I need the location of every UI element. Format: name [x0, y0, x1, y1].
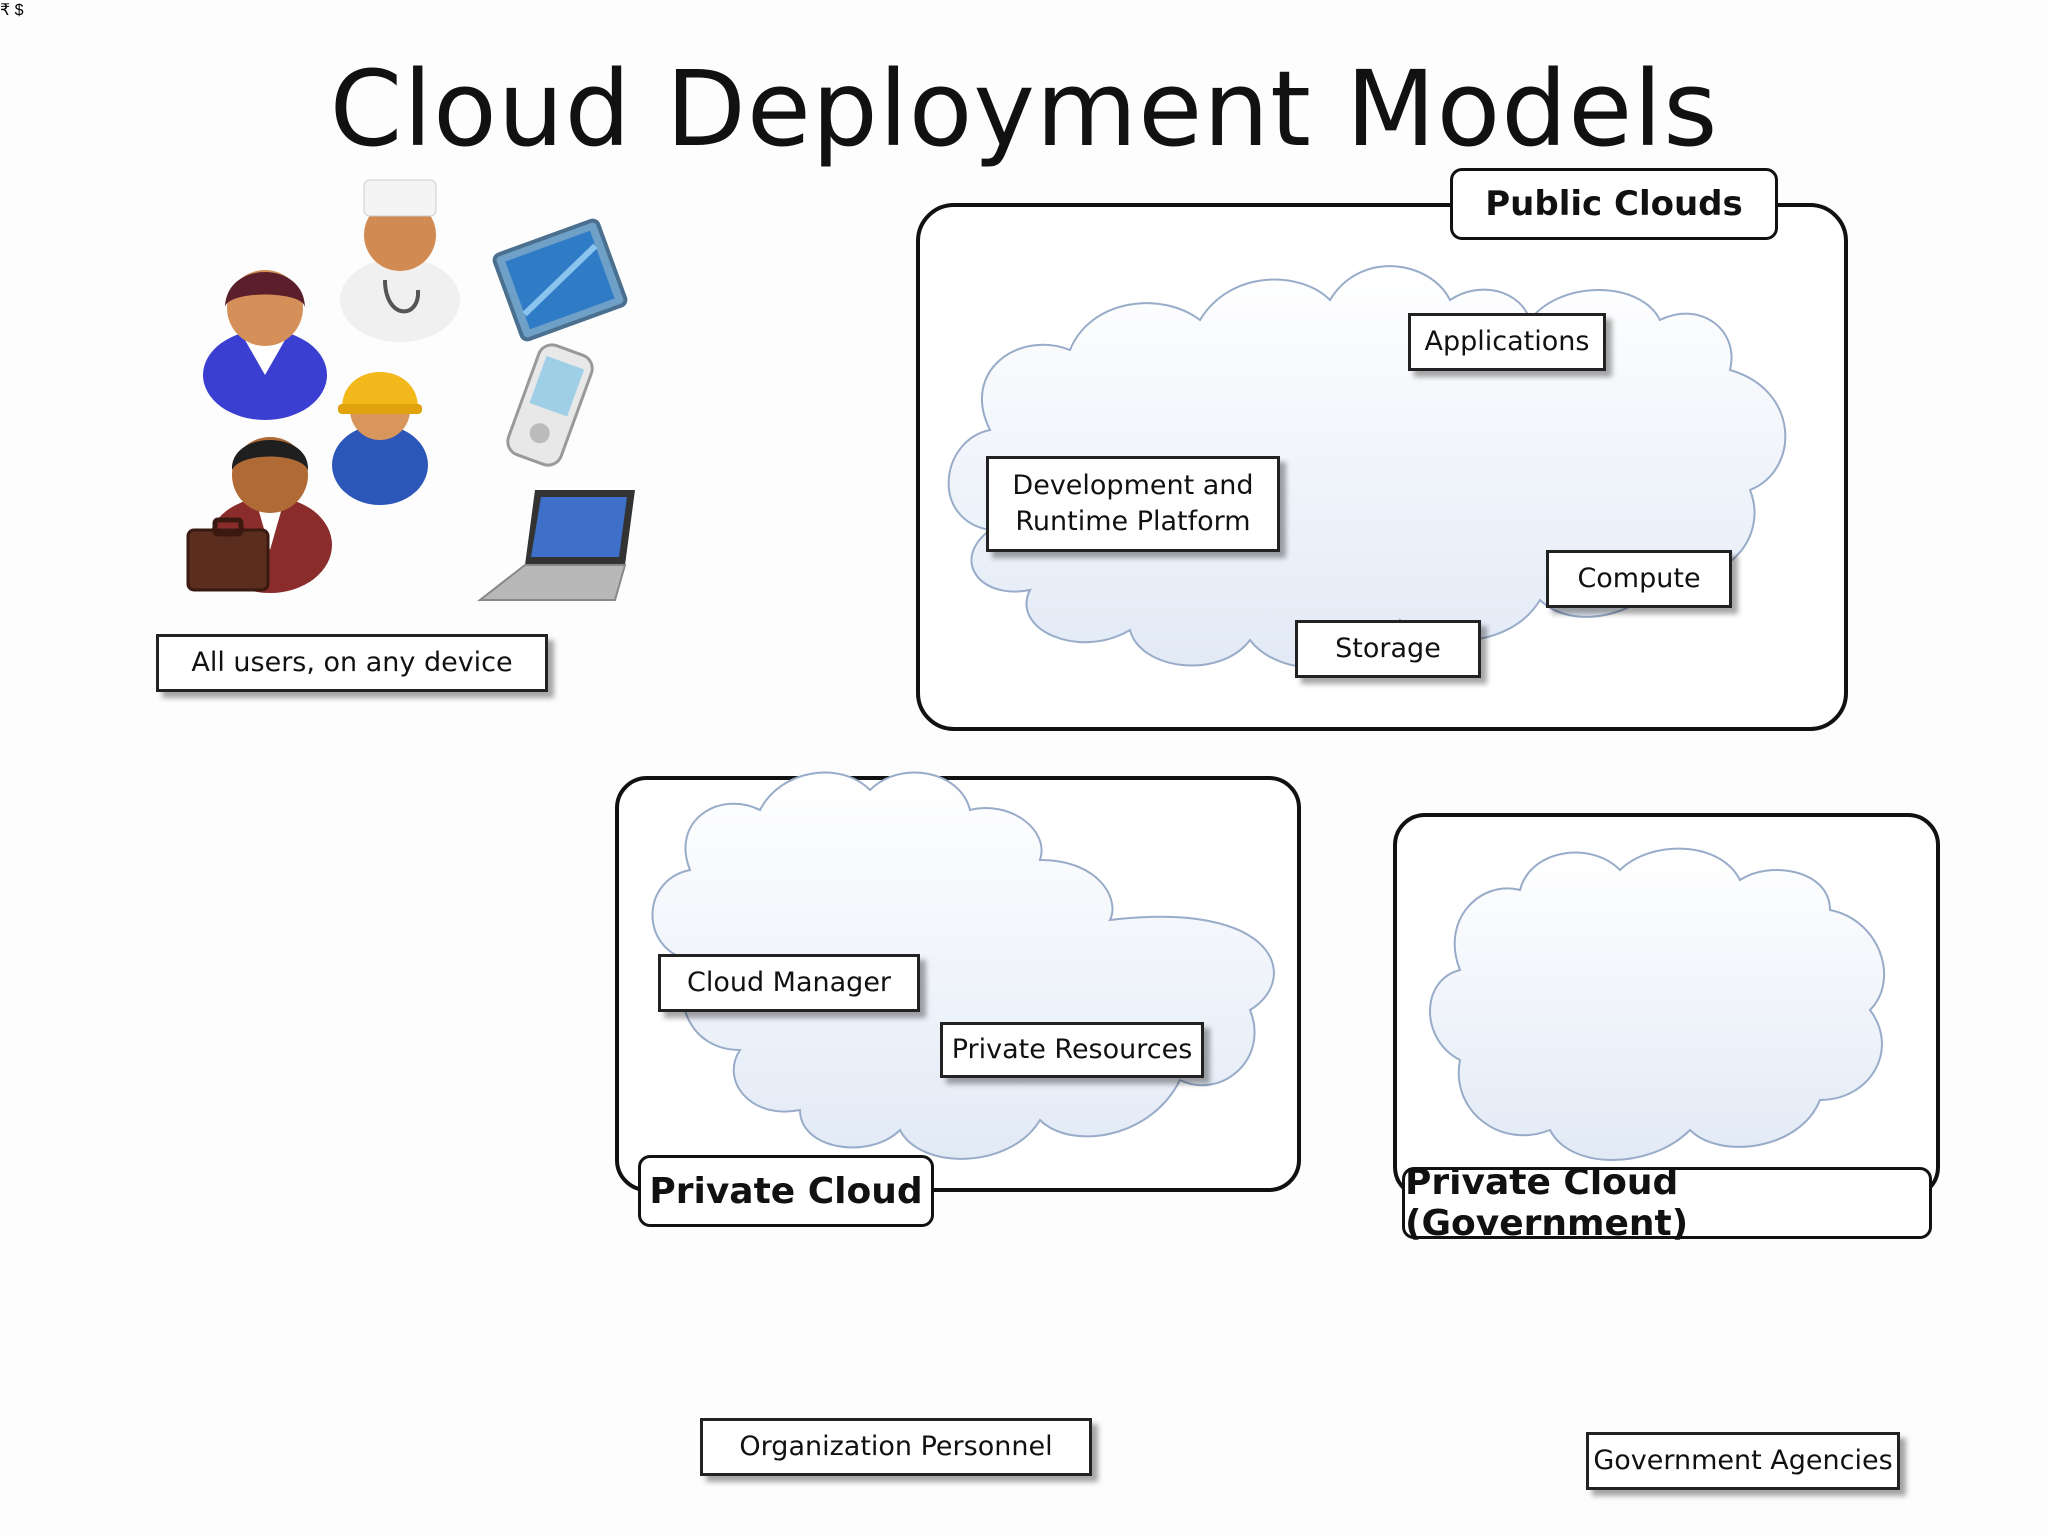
private-cloud-header: Private Cloud	[638, 1155, 934, 1227]
businessman-icon	[186, 437, 332, 593]
credit-card-icon: ₹ $	[0, 2, 1932, 1490]
laptop-icon	[477, 490, 635, 601]
government-cloud-shape	[1429, 847, 1886, 1161]
doctor-icon	[340, 179, 460, 342]
org-personnel-label: Organization Personnel	[700, 1418, 1092, 1476]
rupee-symbol: ₹	[0, 2, 11, 19]
page-title: Cloud Deployment Models	[329, 48, 1719, 170]
users-label: All users, on any device	[156, 634, 548, 692]
tablet-icon	[492, 218, 628, 342]
cloud-manager-label: Cloud Manager	[658, 954, 920, 1012]
phone-icon	[506, 343, 594, 467]
user-woman-icon	[203, 270, 327, 420]
credit-card-icon: ₹ $	[0, 2, 1932, 1490]
dev-platform-label: Development and Runtime Platform	[986, 456, 1280, 552]
applications-label: Applications	[1408, 313, 1606, 371]
public-clouds-header: Public Clouds	[1450, 168, 1778, 240]
gov-agencies-label: Government Agencies	[1586, 1432, 1900, 1490]
worker-icon	[332, 372, 428, 505]
government-cloud-header: Private Cloud (Government)	[1402, 1162, 1932, 1244]
dollar-symbol: $	[14, 2, 24, 19]
storage-label: Storage	[1295, 620, 1481, 678]
compute-label: Compute	[1546, 550, 1732, 608]
private-resources-label: Private Resources	[940, 1022, 1204, 1078]
dev-platform-label-line2: Runtime Platform	[1015, 506, 1251, 537]
dev-platform-label-line1: Development and	[1012, 469, 1254, 501]
